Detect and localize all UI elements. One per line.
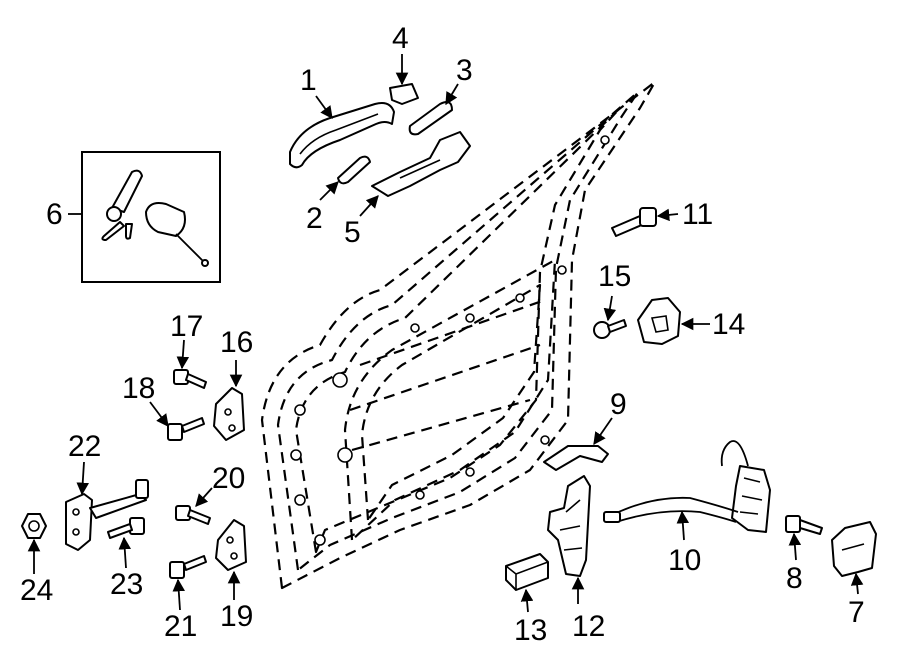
upper-hinge-icon	[213, 387, 245, 441]
bolt-17-icon	[173, 369, 207, 389]
callout-22: 22	[68, 430, 101, 463]
keys-icon	[101, 169, 143, 241]
callout-23: 23	[110, 568, 143, 601]
handle-pad-rear-icon	[408, 101, 453, 136]
callout-14: 14	[712, 308, 745, 341]
bolt-23-icon	[107, 517, 145, 539]
bumper-icon	[505, 553, 549, 591]
callout-8: 8	[786, 562, 803, 595]
handle-bracket-icon	[371, 131, 471, 197]
callout-6: 6	[46, 198, 63, 231]
callout-4: 4	[392, 22, 409, 55]
callout-20: 20	[212, 462, 245, 495]
striker-icon	[831, 521, 877, 577]
callout-3: 3	[456, 54, 473, 87]
door-latch-actuator-icon	[603, 440, 771, 533]
latch-cover-icon	[547, 475, 591, 577]
lock-cylinder-box	[81, 151, 221, 283]
callout-2: 2	[306, 202, 323, 235]
callout-5: 5	[344, 216, 361, 249]
callout-15: 15	[598, 260, 631, 293]
callout-12: 12	[572, 610, 605, 643]
callout-16: 16	[220, 326, 253, 359]
callout-7: 7	[848, 596, 865, 629]
callout-24: 24	[20, 574, 53, 607]
handle-cap-icon	[389, 83, 419, 105]
nut-icon	[21, 513, 47, 539]
callout-11: 11	[682, 198, 713, 231]
rod-clip-icon	[543, 445, 609, 471]
leader-lines	[27, 54, 864, 613]
striker-plate-icon	[637, 297, 681, 345]
bolt-21-icon	[169, 555, 207, 579]
door-check-strap-icon	[65, 479, 149, 551]
bolt-18-icon	[167, 417, 205, 441]
callout-labels: 1 2 3 4 5 6 7 8 9 10 11 12 13 14 15 16 1…	[20, 22, 865, 647]
door-shell-icon	[260, 80, 657, 590]
screw-15-icon	[593, 319, 627, 339]
bolt-11-icon	[611, 207, 657, 237]
callout-18: 18	[122, 372, 155, 405]
callout-13: 13	[514, 614, 547, 647]
callout-19: 19	[220, 600, 253, 633]
lower-hinge-icon	[215, 519, 247, 571]
bolt-8-icon	[785, 515, 823, 535]
callout-1: 1	[300, 64, 317, 97]
lock-cylinder-icon	[145, 202, 209, 267]
callout-9: 9	[610, 388, 627, 421]
bolt-20-icon	[175, 505, 211, 525]
door-holes	[290, 135, 610, 546]
callout-17: 17	[170, 310, 203, 343]
callout-10: 10	[668, 544, 701, 577]
callout-21: 21	[164, 610, 197, 643]
outside-handle-icon	[289, 102, 395, 169]
handle-pad-front-icon	[337, 155, 371, 185]
